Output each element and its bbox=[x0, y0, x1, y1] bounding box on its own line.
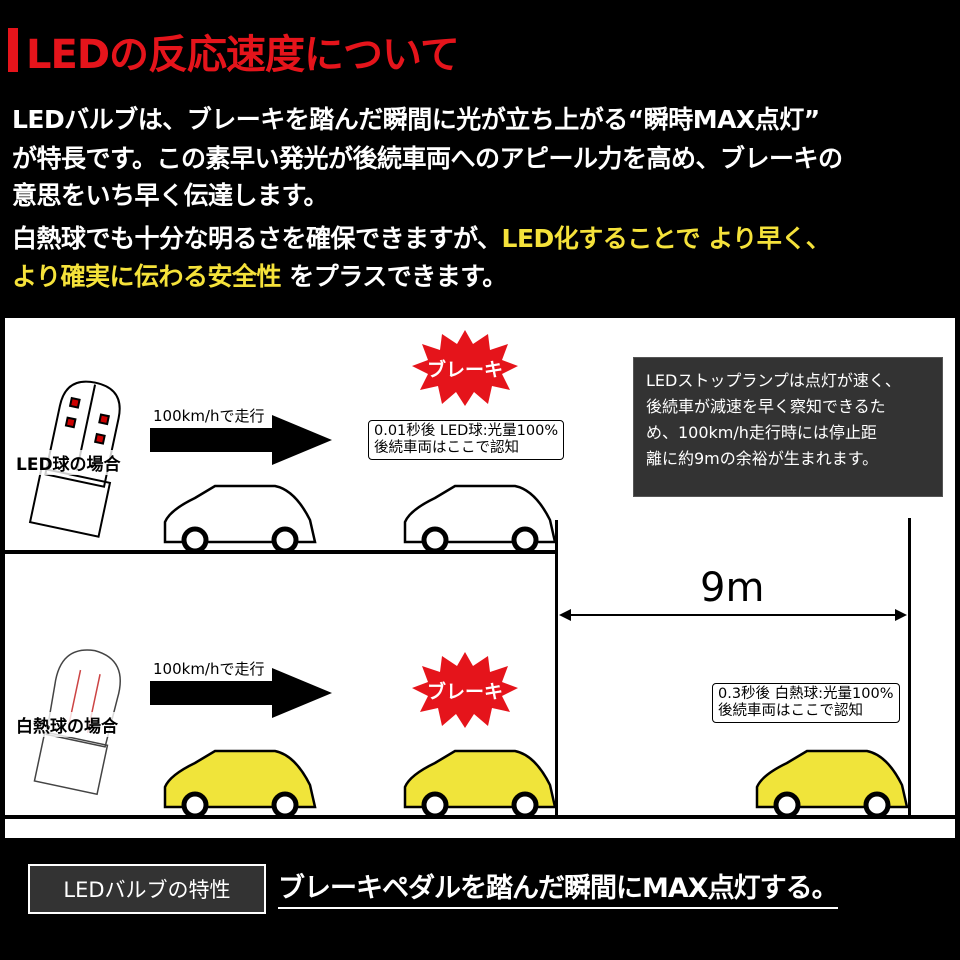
info-box: LEDストップランプは点灯が速く、 後続車が減速を早く察知できるた め、100k… bbox=[633, 357, 943, 497]
marker-line-incandescent bbox=[908, 518, 911, 818]
feature-tagline: ブレーキペダルを踏んだ瞬間にMAX点灯する。 bbox=[278, 866, 839, 909]
intro-line: 意思をいち早く伝達します。 bbox=[12, 181, 329, 210]
car-icon bbox=[163, 484, 317, 552]
callout-text: 後続車両はここで認知 bbox=[374, 440, 519, 456]
intro-line: 白熱球でも十分な明るさを確保できますが、LED化することで より早く、 bbox=[12, 219, 831, 255]
burst-icon bbox=[412, 330, 518, 406]
car-icon bbox=[403, 749, 557, 817]
info-line: 離に約9mの余裕が生まれます。 bbox=[646, 449, 879, 468]
intro-text: 白熱球でも十分な明るさを確保できますが、 bbox=[12, 224, 502, 253]
callout-led: 0.01秒後 LED球:光量100% 後続車両はここで認知 bbox=[368, 420, 565, 460]
car-icon bbox=[755, 749, 909, 817]
burst-icon bbox=[412, 652, 518, 728]
title-accent-bar bbox=[8, 28, 18, 72]
car-icon bbox=[403, 484, 557, 552]
info-line: め、100km/h走行時には停止距 bbox=[646, 423, 877, 442]
brake-label: ブレーキ bbox=[426, 680, 503, 703]
car-icon bbox=[163, 749, 317, 817]
feature-badge: LEDバルブの特性 bbox=[28, 864, 266, 914]
intro-line: が特長です。この素早い発光が後続車両へのアピール力を高め、ブレーキの bbox=[12, 144, 843, 173]
intro-line: より確実に伝わる安全性 をプラスできます。 bbox=[12, 257, 507, 293]
brake-burst: ブレーキ bbox=[410, 650, 520, 730]
road-line-top bbox=[5, 550, 557, 554]
info-line: 後続車が減速を早く察知できるた bbox=[646, 397, 886, 416]
page-title: LEDの反応速度について bbox=[26, 32, 460, 78]
intro-highlight: より確実に伝わる安全性 bbox=[12, 262, 282, 291]
intro-highlight: LED化することで より早く、 bbox=[501, 224, 831, 253]
led-bulb-icon bbox=[28, 380, 121, 538]
brake-label: ブレーキ bbox=[426, 358, 503, 381]
callout-incandescent: 0.3秒後 白熱球:光量100% 後続車両はここで認知 bbox=[712, 683, 900, 723]
distance-arrow bbox=[559, 609, 907, 621]
brake-burst: ブレーキ bbox=[410, 328, 520, 408]
speed-label: 100km/hで走行 bbox=[153, 660, 265, 678]
incandescent-bulb-icon bbox=[33, 649, 121, 796]
arrow-right-icon bbox=[150, 415, 332, 465]
road-line-bottom bbox=[5, 815, 955, 819]
led-case-label: LED球の場合 bbox=[16, 450, 121, 475]
intro-text: をプラスできます。 bbox=[281, 262, 507, 291]
info-line: LEDストップランプは点灯が速く、 bbox=[646, 371, 901, 390]
arrow-right-icon bbox=[150, 668, 332, 718]
callout-text: 0.01秒後 LED球:光量100% bbox=[374, 423, 559, 439]
speed-label: 100km/hで走行 bbox=[153, 407, 265, 425]
callout-text: 後続車両はここで認知 bbox=[718, 703, 863, 719]
marker-line-led bbox=[555, 520, 558, 818]
intro-line: LEDバルブは、ブレーキを踏んだ瞬間に光が立ち上がる“瞬時MAX点灯” bbox=[12, 105, 820, 134]
callout-text: 0.3秒後 白熱球:光量100% bbox=[718, 686, 894, 702]
distance-label: 9m bbox=[700, 565, 765, 611]
incandescent-case-label: 白熱球の場合 bbox=[16, 712, 118, 737]
